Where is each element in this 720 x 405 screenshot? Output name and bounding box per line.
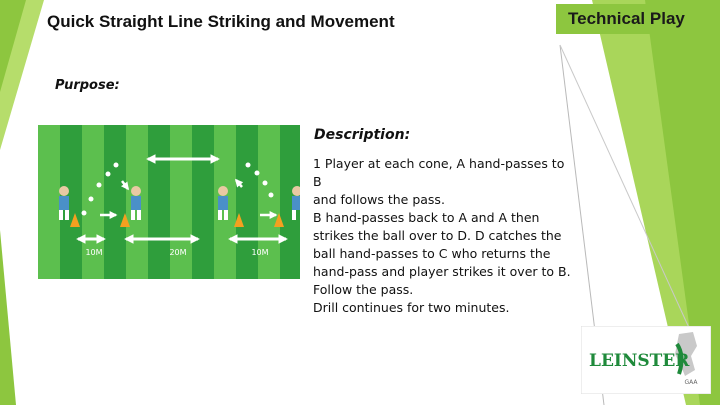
ball-path-right bbox=[245, 162, 274, 198]
decorative-line bbox=[559, 44, 691, 331]
description-line: 1 Player at each cone, A hand-passes to … bbox=[313, 156, 565, 189]
logo-swoosh bbox=[675, 342, 684, 375]
description-line: strikes the ball over to D. D catches th… bbox=[313, 228, 562, 243]
arrow-diagonal-left bbox=[120, 180, 129, 191]
description-heading: Description: bbox=[314, 126, 410, 144]
description-label: Description bbox=[314, 127, 405, 143]
arrow-diagonal-right bbox=[234, 178, 244, 188]
right-accent-dark bbox=[645, 0, 720, 405]
distance-label-right: 10M bbox=[251, 248, 268, 257]
player-a bbox=[59, 186, 69, 220]
category-badge: Technical Play bbox=[556, 4, 720, 34]
logo-text: LEINSTER bbox=[589, 351, 690, 371]
distance-label-left: 10M bbox=[85, 248, 102, 257]
ball-path-left bbox=[81, 162, 119, 216]
description-colon: : bbox=[404, 127, 411, 143]
description-line: and follows the pass. bbox=[313, 192, 445, 207]
pitch-background bbox=[38, 125, 300, 279]
leinster-gaa-logo: LEINSTER GAA bbox=[581, 326, 711, 394]
slide-title: Quick Straight Line Striking and Movemen… bbox=[47, 12, 395, 31]
bottom-left-accent bbox=[0, 230, 16, 405]
category-badge-label: Technical Play bbox=[568, 9, 685, 28]
description-line: Drill continues for two minutes. bbox=[313, 300, 510, 315]
description-line: Follow the pass. bbox=[313, 282, 414, 297]
player-c bbox=[218, 186, 228, 220]
drill-diagram: 10M 20M 10M bbox=[38, 125, 300, 279]
player-b bbox=[131, 186, 141, 220]
description-line: B hand-passes back to A and A then bbox=[313, 210, 540, 225]
description-body: 1 Player at each cone, A hand-passes to … bbox=[313, 155, 571, 317]
description-line: ball hand-passes to C who returns the bbox=[313, 246, 551, 261]
purpose-label: Purpose: bbox=[55, 78, 120, 93]
distance-label-middle: 20M bbox=[169, 248, 186, 257]
logo-subtext: GAA bbox=[684, 379, 698, 386]
description-line: hand-pass and player strikes it over to … bbox=[313, 264, 571, 279]
player-d bbox=[292, 186, 300, 220]
cones bbox=[70, 213, 284, 227]
top-left-accent-inner bbox=[0, 0, 26, 92]
